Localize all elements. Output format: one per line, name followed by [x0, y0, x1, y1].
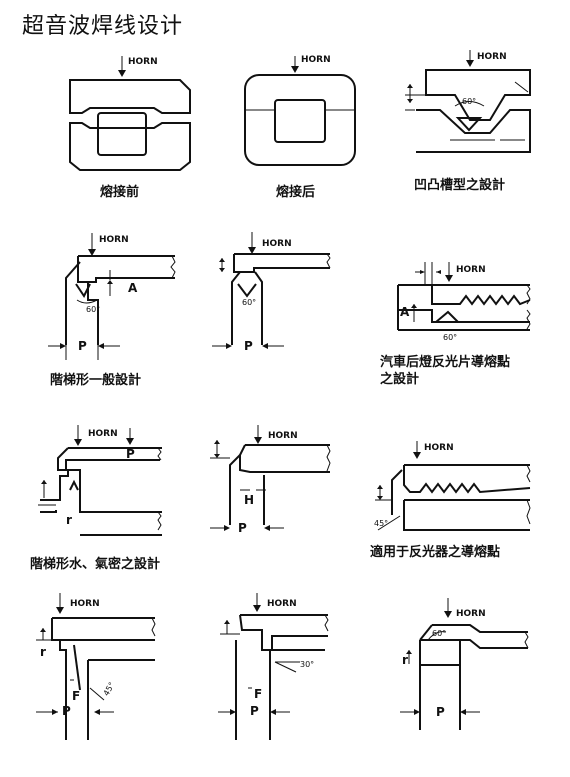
angle-label: 60°	[242, 298, 256, 307]
horn-label: HORN	[477, 52, 507, 62]
dimension-F: F	[72, 689, 80, 703]
panel-auto-lamp-reflector: HORN A 60° 汽車后燈反光片導熔點 之設計	[380, 262, 531, 387]
horn-label: HORN	[267, 599, 297, 609]
panel-reflector-energy-director: HORN 45° 適用于反光器之導熔點	[370, 441, 531, 560]
angle-label: 30°	[300, 660, 314, 669]
horn-label: HORN	[301, 55, 331, 65]
dimension-P: P	[250, 704, 259, 718]
dimension-F: F	[254, 687, 262, 701]
panel-step-flash-trap: HORN 60° P	[212, 232, 331, 353]
angle-label: 60°	[432, 629, 446, 638]
caption-auto-lamp-line1: 汽車后燈反光片導熔點	[380, 354, 510, 370]
page-title: 超音波焊线设计	[22, 14, 184, 39]
caption-groove: 凹凸槽型之設計	[414, 177, 505, 193]
panel-before-welding: HORN 熔接前	[69, 56, 191, 200]
angle-label: 60°	[443, 333, 457, 342]
angle-label: 45°	[102, 681, 117, 698]
dimension-A: A	[400, 305, 410, 319]
dimension-P: P	[78, 339, 87, 353]
horn-label: HORN	[424, 443, 454, 453]
panel-step-water-gas-tight: HORN P r 階梯形水、氣密之設計	[30, 425, 162, 572]
panel-after-welding: HORN 熔接后	[244, 55, 356, 200]
horn-label: HORN	[456, 265, 486, 275]
caption-reflector: 適用于反光器之導熔點	[370, 544, 500, 560]
panel-flange-30: HORN 30° F P	[218, 593, 329, 740]
dimension-P: P	[62, 704, 71, 718]
dimension-r: r	[66, 513, 72, 527]
angle-label: 45°	[374, 519, 388, 528]
panel-step-general: HORN A 60° P 階梯形一般設計	[48, 233, 176, 388]
horn-label: HORN	[262, 239, 292, 249]
horn-label: HORN	[70, 599, 100, 609]
dimension-A: A	[128, 281, 138, 295]
horn-label: HORN	[268, 431, 298, 441]
dimension-P: P	[238, 521, 247, 535]
dimension-P: P	[436, 705, 445, 719]
dimension-r: r	[40, 645, 46, 659]
dimension-r: r	[402, 653, 408, 667]
caption-step-general: 階梯形一般設計	[50, 372, 141, 388]
horn-label: HORN	[456, 609, 486, 619]
caption-before: 熔接前	[100, 184, 139, 200]
angle-label: 60°	[86, 305, 100, 314]
horn-label: HORN	[128, 57, 158, 67]
horn-label: HORN	[99, 235, 129, 245]
caption-auto-lamp-line2: 之設計	[380, 371, 419, 387]
caption-after: 熔接后	[276, 184, 315, 200]
dimension-P: P	[126, 447, 135, 461]
dimension-P: P	[244, 339, 253, 353]
panel-shear-joint: HORN H P	[210, 425, 331, 535]
panel-reflector-60: HORN 60° r P	[400, 598, 529, 730]
panel-flange-45: HORN r F 45° P	[36, 593, 156, 740]
panel-groove-design: HORN 60° 凹凸槽型之設計	[405, 50, 531, 193]
caption-step-water-gas: 階梯形水、氣密之設計	[30, 556, 160, 572]
horn-label: HORN	[88, 429, 118, 439]
dimension-H: H	[244, 493, 254, 507]
